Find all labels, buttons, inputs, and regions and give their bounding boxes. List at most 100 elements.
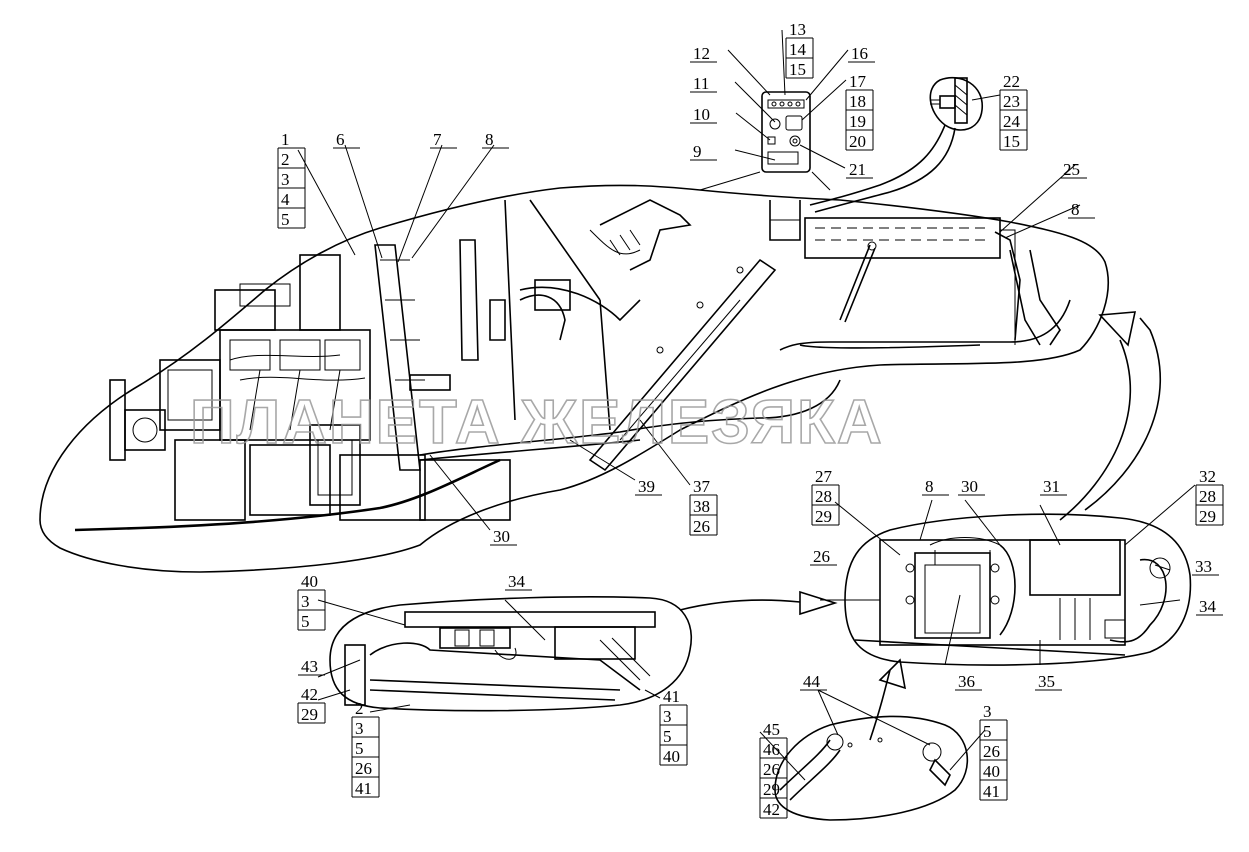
callout-number: 26 <box>763 760 780 779</box>
callout-c44: 44 <box>800 672 827 691</box>
callout-number: 3 <box>983 702 992 721</box>
callout-number: 15 <box>1003 132 1020 151</box>
callout-number: 36 <box>958 672 975 691</box>
callout-number: 42 <box>301 685 318 704</box>
callout-number: 17 <box>849 72 867 91</box>
callout-c33: 33 <box>1192 557 1219 576</box>
callout-c30b: 30 <box>958 477 985 496</box>
callout-number: 32 <box>1199 467 1216 486</box>
callout-number: 34 <box>1199 597 1217 616</box>
callout-number: 29 <box>763 780 780 799</box>
callout-number: 16 <box>851 44 868 63</box>
callout-number: 26 <box>983 742 1000 761</box>
callout-number: 14 <box>789 40 807 59</box>
callout-number: 5 <box>663 727 672 746</box>
detail-cable-bundle <box>329 596 692 712</box>
callout-number: 5 <box>983 722 992 741</box>
callout-number: 5 <box>301 612 310 631</box>
callout-number: 38 <box>693 497 710 516</box>
callout-number: 10 <box>693 105 710 124</box>
callout-number: 3 <box>301 592 310 611</box>
callout-c9: 9 <box>690 142 717 161</box>
callout-number: 24 <box>1003 112 1021 131</box>
callout-number: 3 <box>663 707 672 726</box>
callout-number: 8 <box>925 477 934 496</box>
main-harness <box>74 200 1071 532</box>
detail-ground-cable <box>774 715 969 821</box>
callout-number: 23 <box>1003 92 1020 111</box>
callout-number: 8 <box>485 130 494 149</box>
callout-number: 43 <box>301 657 318 676</box>
callout-number: 40 <box>983 762 1000 781</box>
engine-assembly <box>109 254 511 521</box>
callout-number: 33 <box>1195 557 1212 576</box>
callout-c10: 10 <box>690 105 717 124</box>
callout-c31: 31 <box>1040 477 1067 496</box>
callout-c12: 12 <box>690 44 717 63</box>
callout-number: 26 <box>813 547 830 566</box>
callout-number: 5 <box>355 739 364 758</box>
callout-number: 40 <box>663 747 680 766</box>
callout-number: 30 <box>961 477 978 496</box>
leader-lines <box>297 29 1196 781</box>
callout-c16: 16 <box>848 44 875 63</box>
callout-number: 3 <box>281 170 290 189</box>
callout-c6: 6 <box>333 130 360 149</box>
callout-c11: 11 <box>690 74 717 93</box>
callout-number: 46 <box>763 740 780 759</box>
callout-number: 26 <box>355 759 372 778</box>
callout-number: 19 <box>849 112 866 131</box>
callout-number: 40 <box>301 572 318 591</box>
callout-number: 5 <box>281 210 290 229</box>
callout-c7: 7 <box>430 130 457 149</box>
callout-number: 41 <box>983 782 1000 801</box>
callout-number: 29 <box>1199 507 1216 526</box>
callout-number: 21 <box>849 160 866 179</box>
callout-number: 29 <box>815 507 832 526</box>
callout-number: 1 <box>281 130 290 149</box>
callout-c8a: 8 <box>482 130 509 149</box>
flow-arrows <box>679 311 1161 741</box>
callout-number: 22 <box>1003 72 1020 91</box>
callout-c35: 35 <box>1035 672 1062 691</box>
callout-number: 7 <box>433 130 442 149</box>
callout-number: 20 <box>849 132 866 151</box>
callout-number: 18 <box>849 92 866 111</box>
callout-number: 25 <box>1063 160 1080 179</box>
callout-c39: 39 <box>635 477 662 496</box>
connector-detail <box>809 76 983 213</box>
callout-c36: 36 <box>955 672 982 691</box>
callout-number: 26 <box>693 517 710 536</box>
callout-number: 8 <box>1071 200 1080 219</box>
callout-c8b: 8 <box>1068 200 1095 219</box>
callout-number: 13 <box>789 20 806 39</box>
callout-number: 29 <box>301 705 318 724</box>
callout-number: 42 <box>763 800 780 819</box>
callout-c8c: 8 <box>922 477 949 496</box>
callout-c34b: 34 <box>505 572 532 591</box>
control-panel <box>699 91 831 191</box>
callout-number: 28 <box>1199 487 1216 506</box>
callout-number: 39 <box>638 477 655 496</box>
callout-c43: 43 <box>298 657 325 676</box>
callout-number: 3 <box>355 719 364 738</box>
callout-number: 15 <box>789 60 806 79</box>
callout-number: 2 <box>355 699 364 718</box>
callout-number: 4 <box>281 190 290 209</box>
callout-number: 44 <box>803 672 821 691</box>
callout-c34a: 34 <box>1196 597 1223 616</box>
cab-frame <box>504 199 692 431</box>
watermark-text: ПЛАНЕТА ЖЕЛЕЗЯКА <box>190 388 884 457</box>
